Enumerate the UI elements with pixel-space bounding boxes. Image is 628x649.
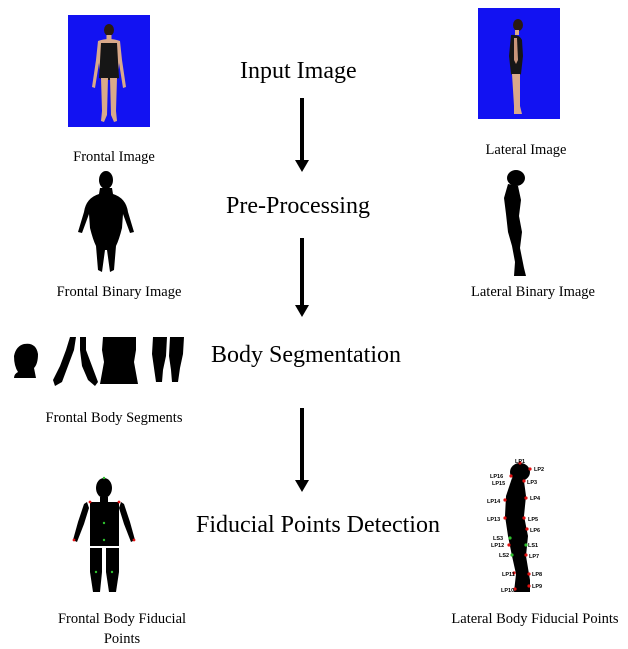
point-label-lp11: LP11 (502, 572, 515, 578)
caption-lateral-image: Lateral Image (466, 141, 586, 161)
segment-legs (152, 337, 184, 382)
point-label-ls2: LS2 (499, 553, 509, 559)
point-label-lp14: LP14 (487, 499, 501, 505)
point-label-lp9: LP9 (532, 584, 542, 590)
frontal-binary-silhouette (78, 171, 134, 272)
point-label-lp10: LP10 (501, 588, 514, 594)
segment-left-arm (53, 337, 76, 386)
point-label-lp7: LP7 (529, 554, 539, 560)
lateral-binary-silhouette (504, 170, 526, 276)
point-label-lp3: LP3 (527, 480, 537, 486)
point-label-ls3: LS3 (493, 536, 503, 542)
caption-frontal-fiducial: Frontal Body Fiducial Points (46, 610, 198, 649)
point-label-lp6: LP6 (530, 528, 540, 534)
segment-right-arm (80, 337, 98, 386)
point-label-lp16: LP16 (490, 474, 503, 480)
caption-frontal-segments: Frontal Body Segments (28, 409, 200, 429)
frontal-fiducial-figure (73, 477, 136, 592)
caption-lateral-fiducial: Lateral Body Fiducial Points (440, 610, 628, 630)
point-label-lp4: LP4 (530, 496, 541, 502)
caption-lateral-binary: Lateral Binary Image (452, 283, 614, 303)
point-label-ls1: LS1 (528, 543, 538, 549)
segment-torso (100, 337, 138, 384)
point-label-lp5: LP5 (528, 517, 538, 523)
point-label-lp1: LP1 (515, 459, 525, 465)
caption-frontal-image: Frontal Image (54, 148, 174, 168)
point-label-lp15: LP15 (492, 481, 505, 487)
point-label-lp13: LP13 (487, 517, 500, 523)
caption-frontal-binary: Frontal Binary Image (38, 283, 200, 303)
point-label-lp2: LP2 (534, 467, 544, 473)
arrow-2 (295, 238, 309, 317)
arrow-3 (295, 408, 309, 492)
point-label-lp12: LP12 (491, 543, 504, 549)
arrow-1 (295, 98, 309, 172)
point-label-lp8: LP8 (532, 572, 542, 578)
segment-head (14, 344, 38, 378)
